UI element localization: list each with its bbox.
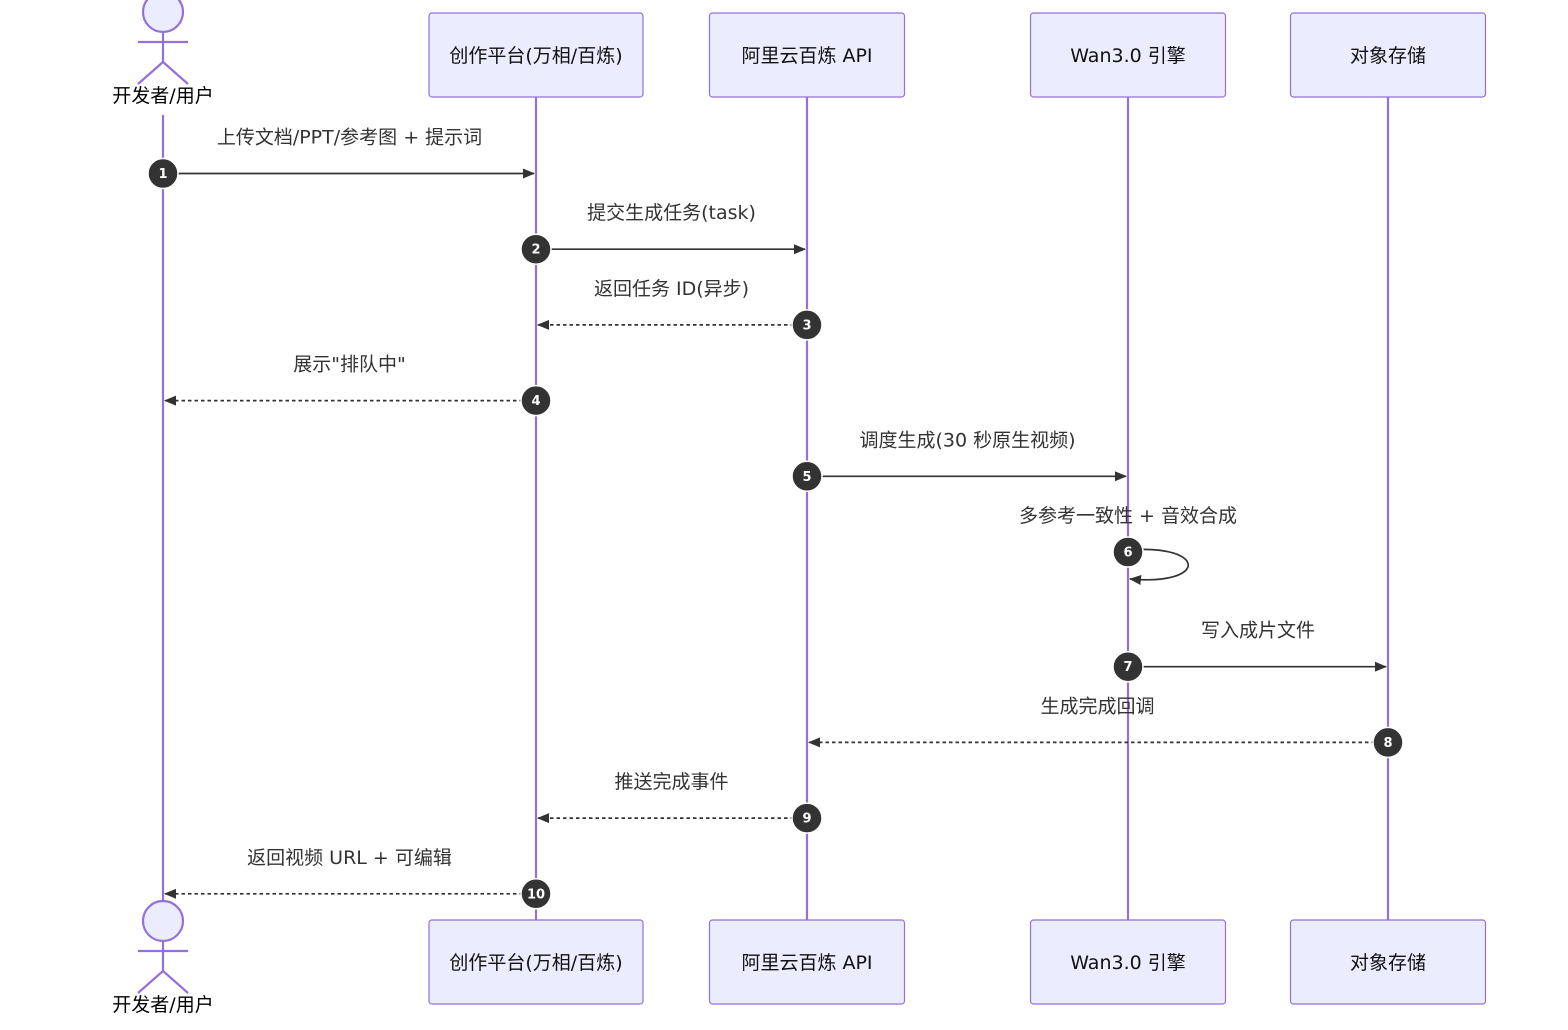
badge-number: 9 <box>802 812 811 827</box>
badge-number: 7 <box>1123 660 1132 675</box>
message-10: 返回视频 URL + 可编辑 10 <box>164 847 552 910</box>
message-8: 生成完成回调 8 <box>808 695 1404 759</box>
message-4: 展示"排队中" 4 <box>164 354 552 417</box>
message-6: 多参考一致性 + 音效合成 6 <box>1019 505 1237 585</box>
participant-label: 阿里云百炼 API <box>741 952 872 974</box>
participant-label: 创作平台(万相/百炼) <box>449 45 622 67</box>
sequence-number-badge: 7 <box>1112 650 1144 683</box>
badge-circle <box>1112 536 1144 568</box>
badge-circle <box>1372 726 1404 759</box>
actor-head-icon <box>141 0 185 34</box>
participant-label: Wan3.0 引擎 <box>1070 952 1186 974</box>
sequence-number-badge: 10 <box>520 878 552 910</box>
message-5: 调度生成(30 秒原生视频) 5 <box>791 429 1127 493</box>
sequence-number-badge: 6 <box>1112 536 1144 568</box>
badge-number: 8 <box>1383 736 1392 751</box>
participant-engine-top: Wan3.0 引擎 <box>1029 12 1227 98</box>
message-label: 提交生成任务(task) <box>587 202 756 224</box>
message-label: 写入成片文件 <box>1201 620 1315 642</box>
badge-number: 3 <box>802 318 811 333</box>
message-9: 推送完成事件 9 <box>537 771 823 834</box>
actor-label: 开发者/用户 <box>112 994 213 1016</box>
participant-box <box>428 12 644 98</box>
actor-top: 开发者/用户 <box>112 0 214 107</box>
badge-number: 1 <box>158 167 167 182</box>
participant-label: 阿里云百炼 API <box>741 45 872 67</box>
sequence-number-badge: 9 <box>791 802 823 834</box>
badge-circle <box>1112 650 1144 683</box>
participant-label: Wan3.0 引擎 <box>1070 45 1186 67</box>
message-label: 推送完成事件 <box>614 771 728 793</box>
message-label: 多参考一致性 + 音效合成 <box>1019 505 1237 527</box>
badge-number: 4 <box>531 394 540 409</box>
sequence-number-badge: 3 <box>791 309 823 341</box>
badge-circle <box>791 309 823 341</box>
participant-platform-bottom: 创作平台(万相/百炼) <box>428 919 644 1005</box>
message-label: 展示"排队中" <box>293 354 405 376</box>
sequence-number-badge: 4 <box>520 384 552 417</box>
badge-number: 6 <box>1123 546 1132 561</box>
message-arrow <box>1127 548 1189 585</box>
message-label: 返回视频 URL + 可编辑 <box>247 847 452 869</box>
participant-platform-top: 创作平台(万相/百炼) <box>428 12 644 98</box>
participant-box <box>1029 12 1227 98</box>
participant-label: 创作平台(万相/百炼) <box>449 952 622 974</box>
sequence-number-badge: 2 <box>520 233 552 265</box>
message-2: 提交生成任务(task) 2 <box>520 202 806 265</box>
actor-bottom: 开发者/用户 <box>112 899 214 1016</box>
badge-circle <box>791 802 823 834</box>
actor-leg-right <box>162 61 189 85</box>
message-3: 返回任务 ID(异步) 3 <box>537 278 823 341</box>
participant-box <box>428 919 644 1005</box>
actor-leg-right <box>162 970 189 994</box>
badge-circle <box>520 384 552 417</box>
badge-circle <box>520 878 552 910</box>
participant-api-bottom: 阿里云百炼 API <box>708 919 906 1005</box>
badge-circle <box>520 233 552 265</box>
sequence-number-badge: 5 <box>791 460 823 493</box>
badge-number: 5 <box>802 470 811 485</box>
message-label: 返回任务 ID(异步) <box>594 278 749 300</box>
actor-label: 开发者/用户 <box>112 85 213 107</box>
badge-circle <box>791 460 823 493</box>
participant-label: 对象存储 <box>1350 952 1426 974</box>
participant-box <box>1029 919 1227 1005</box>
badge-circle <box>147 157 179 190</box>
sequence-number-badge: 8 <box>1372 726 1404 759</box>
participant-box <box>1289 919 1487 1005</box>
participant-storage-top: 对象存储 <box>1289 12 1487 98</box>
participant-storage-bottom: 对象存储 <box>1289 919 1487 1005</box>
message-label: 上传文档/PPT/参考图 + 提示词 <box>217 127 482 149</box>
participant-box <box>708 919 906 1005</box>
message-1: 上传文档/PPT/参考图 + 提示词 1 <box>147 127 535 190</box>
actor-leg-left <box>137 61 164 85</box>
sequence-number-badge: 1 <box>147 157 179 190</box>
participant-box <box>708 12 906 98</box>
badge-number: 2 <box>531 243 540 258</box>
message-label: 生成完成回调 <box>1040 695 1154 717</box>
actor-head-icon <box>141 899 185 943</box>
participant-box <box>1289 12 1487 98</box>
message-label: 调度生成(30 秒原生视频) <box>859 429 1075 451</box>
participant-engine-bottom: Wan3.0 引擎 <box>1029 919 1227 1005</box>
message-7: 写入成片文件 7 <box>1112 620 1387 683</box>
actor-leg-left <box>137 970 164 994</box>
participant-label: 对象存储 <box>1350 45 1426 67</box>
participant-api-top: 阿里云百炼 API <box>708 12 906 98</box>
badge-number: 10 <box>527 887 545 902</box>
